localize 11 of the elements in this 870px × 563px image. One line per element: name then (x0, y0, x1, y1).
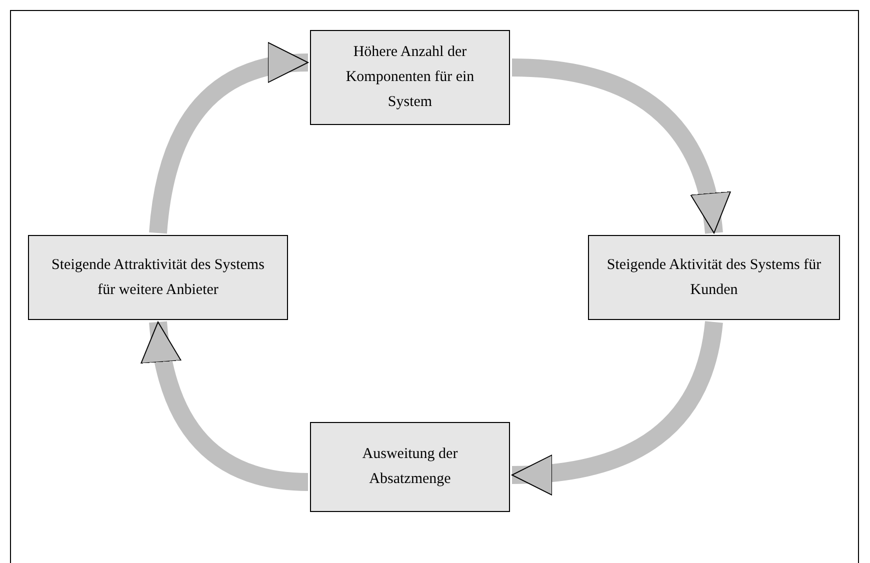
curved-arrow (149, 44, 308, 234)
curved-arrow (512, 320, 723, 494)
box-text: Steigende Aktivität des Systems für Kunden (606, 256, 822, 300)
box-text: Höhere Anzahl der Komponenten für ein System (344, 43, 476, 112)
box-text: Ausweitung der Absatzmenge (361, 445, 459, 489)
curved-arrow (512, 58, 729, 234)
process-box (310, 422, 510, 512)
process-box (588, 235, 840, 320)
process-box (310, 30, 510, 125)
box-text: Steigende Attraktivität des Systems für weitere Anbieter (50, 256, 266, 300)
process-box (28, 235, 288, 320)
